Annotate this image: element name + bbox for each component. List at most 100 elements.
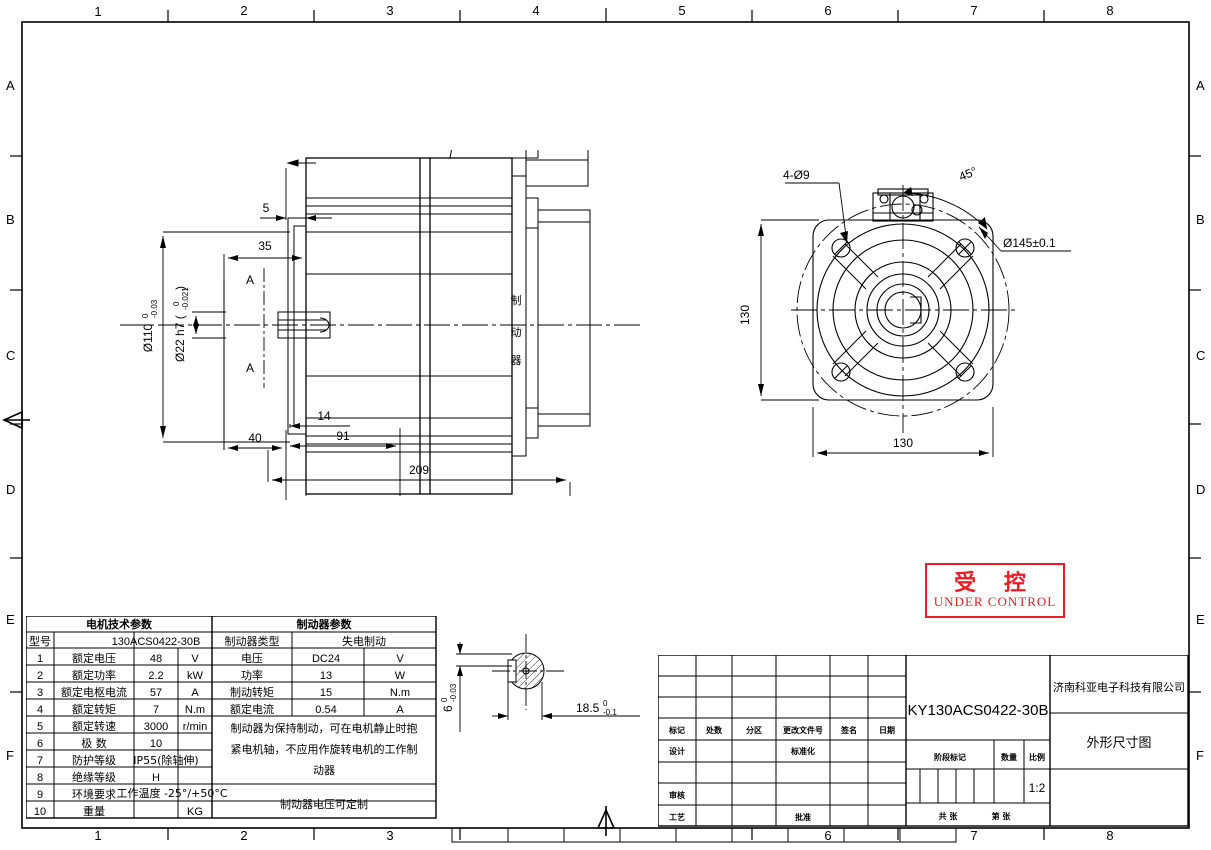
model-label: 型号: [29, 634, 51, 648]
motor-row-value-4: 7: [153, 704, 159, 716]
brake-row-name-2: 功率: [241, 668, 263, 682]
motor-row-no-4: 4: [37, 704, 43, 716]
motor-row-name-2: 额定功率: [72, 668, 116, 682]
brake-row-value-1: DC24: [312, 653, 340, 665]
brake-row-name-4: 额定电流: [230, 702, 274, 716]
motor-row-name-8: 绝缘等级: [72, 770, 116, 784]
dim-key-width-tol-lower: -0.03: [449, 683, 458, 702]
motor-row-name-9: 环境要求: [72, 787, 116, 801]
brake-label-char1: 制: [511, 294, 522, 307]
motor-row-name-7: 防护等级: [72, 753, 116, 767]
section-mark-a-bottom: A: [246, 361, 254, 375]
zone-col-top-4: 4: [532, 3, 540, 18]
company-name: 济南科亚电子科技有限公司: [1053, 680, 1185, 694]
motor-row-no-2: 2: [37, 670, 43, 682]
dim-5: 5: [263, 201, 270, 215]
dim-209: 209: [409, 463, 429, 477]
specification-table: 电机技术参数 制动器参数 型号 130ACS0422-30B 制动器类型 失电制…: [26, 616, 437, 819]
title-block: 标记 处数 分区 更改文件号 签名 日期 设计 标准化 审核 工艺 批准 KY1…: [658, 655, 1189, 827]
brake-row-unit-2: W: [395, 670, 406, 682]
zone-col-top-8: 8: [1106, 3, 1114, 18]
zone-col-top-3: 3: [386, 3, 394, 18]
dim-key-width: 6: [441, 705, 455, 712]
zone-col-bottom-2: 2: [240, 828, 248, 843]
quantity-label: 数量: [1001, 752, 1017, 762]
under-control-stamp: 受 控 UNDER CONTROL: [925, 563, 1065, 618]
motor-row-no-1: 1: [37, 653, 43, 665]
brake-note-line-2: 紧电机轴，不应用作旋转电机的工作制: [231, 742, 418, 756]
zone-row-left-E: E: [6, 612, 15, 627]
zone-col-bottom-7: 7: [970, 828, 978, 843]
brake-type-value: 失电制动: [342, 635, 386, 648]
stage-mark-label: 阶段标记: [934, 752, 966, 762]
dim-35: 35: [258, 239, 272, 253]
brake-row-unit-3: N.m: [390, 687, 410, 699]
brake-row-value-2: 13: [320, 670, 332, 682]
role-label-sheji: 设计: [669, 746, 685, 756]
rev-header-biaoji: 标记: [668, 725, 685, 735]
motor-row-no-10: 10: [34, 806, 46, 818]
zone-row-left-B: B: [6, 212, 15, 227]
brake-row-value-3: 15: [320, 687, 332, 699]
motor-row-no-3: 3: [37, 687, 43, 699]
motor-row-unit-3: A: [191, 687, 199, 699]
brake-note-line-1: 制动器为保持制动，可在电机静止时抱: [231, 721, 418, 735]
motor-row-value-2: 2.2: [148, 670, 163, 682]
centering-mark-left: [2, 410, 30, 430]
rev-header-qianming: 签名: [840, 725, 857, 735]
motor-row-name-1: 额定电压: [72, 651, 116, 665]
role-label-gongyi: 工艺: [669, 812, 685, 822]
zone-row-right-D: D: [1196, 482, 1206, 497]
role-label-biaozhunhua: 标准化: [790, 746, 815, 756]
zone-row-left-F: F: [6, 748, 14, 763]
zone-col-top-6: 6: [824, 3, 832, 18]
dim-14: 14: [317, 409, 331, 423]
motor-row-no-8: 8: [37, 772, 43, 784]
zone-row-right-A: A: [1196, 78, 1205, 93]
motor-row-no-7: 7: [37, 755, 43, 767]
motor-row-unit-1: V: [191, 653, 199, 665]
zone-col-top-7: 7: [970, 3, 978, 18]
model-value: 130ACS0422-30B: [112, 636, 201, 648]
motor-row-unit-5: r/min: [183, 721, 207, 733]
stamp-chinese-text: 受 控: [954, 570, 1036, 596]
zone-row-right-C: C: [1196, 348, 1206, 363]
dim-shaft-dia: Ø22 h7 (: [173, 315, 187, 362]
side-view-dimensions: 5 35 40 14 91 209 Ø110 0 -0.03 Ø22 h7 ( …: [141, 168, 571, 500]
brake-type-label: 制动器类型: [225, 634, 280, 648]
dim-40: 40: [248, 431, 262, 445]
rev-header-wenjianhao: 更改文件号: [783, 725, 823, 735]
dim-key-width-tol-upper: 0: [440, 697, 449, 702]
brake-voltage-custom-note: 制动器电压可定制: [280, 797, 368, 811]
motor-side-view: 制 动 器: [120, 150, 640, 495]
bottom-box-strip: [451, 827, 957, 843]
brake-row-name-3: 制动转矩: [230, 685, 274, 699]
dim-key-height-tol-upper: 0: [603, 699, 608, 708]
zone-row-left-A: A: [6, 78, 15, 93]
sheet-total-label: 共 张: [939, 811, 959, 821]
motor-row-value-8: H: [152, 772, 160, 784]
motor-row-value-5: 3000: [144, 721, 168, 733]
motor-row-no-6: 6: [37, 738, 43, 750]
zone-col-top-1: 1: [94, 4, 102, 19]
motor-row-name-6: 极 数: [81, 736, 107, 750]
brake-row-unit-4: A: [396, 704, 404, 716]
zone-row-right-E: E: [1196, 612, 1205, 627]
motor-row-unit-4: N.m: [185, 704, 205, 716]
rev-header-chushu: 处数: [705, 725, 723, 735]
dim-holes-4x9: 4-Ø9: [783, 168, 810, 182]
dim-shaft-tol-upper: 0: [172, 301, 181, 306]
brake-params-header: 制动器参数: [297, 617, 353, 631]
motor-row-no-9: 9: [37, 789, 43, 801]
stamp-english-text: UNDER CONTROL: [933, 593, 1057, 609]
drawing-title: 外形尺寸图: [1086, 736, 1151, 751]
dim-angle-45: 45°: [957, 164, 979, 184]
zone-row-right-B: B: [1196, 212, 1205, 227]
motor-row-value-6: 10: [150, 738, 162, 750]
zone-col-bottom-6: 6: [824, 828, 832, 843]
front-view-dimensions: 130 130 4-Ø9 45° Ø145±0.1: [738, 164, 1071, 457]
sheet-index-label: 第 张: [992, 811, 1012, 821]
dim-flange-dia: Ø110: [141, 323, 155, 352]
zone-col-top-2: 2: [240, 3, 248, 18]
